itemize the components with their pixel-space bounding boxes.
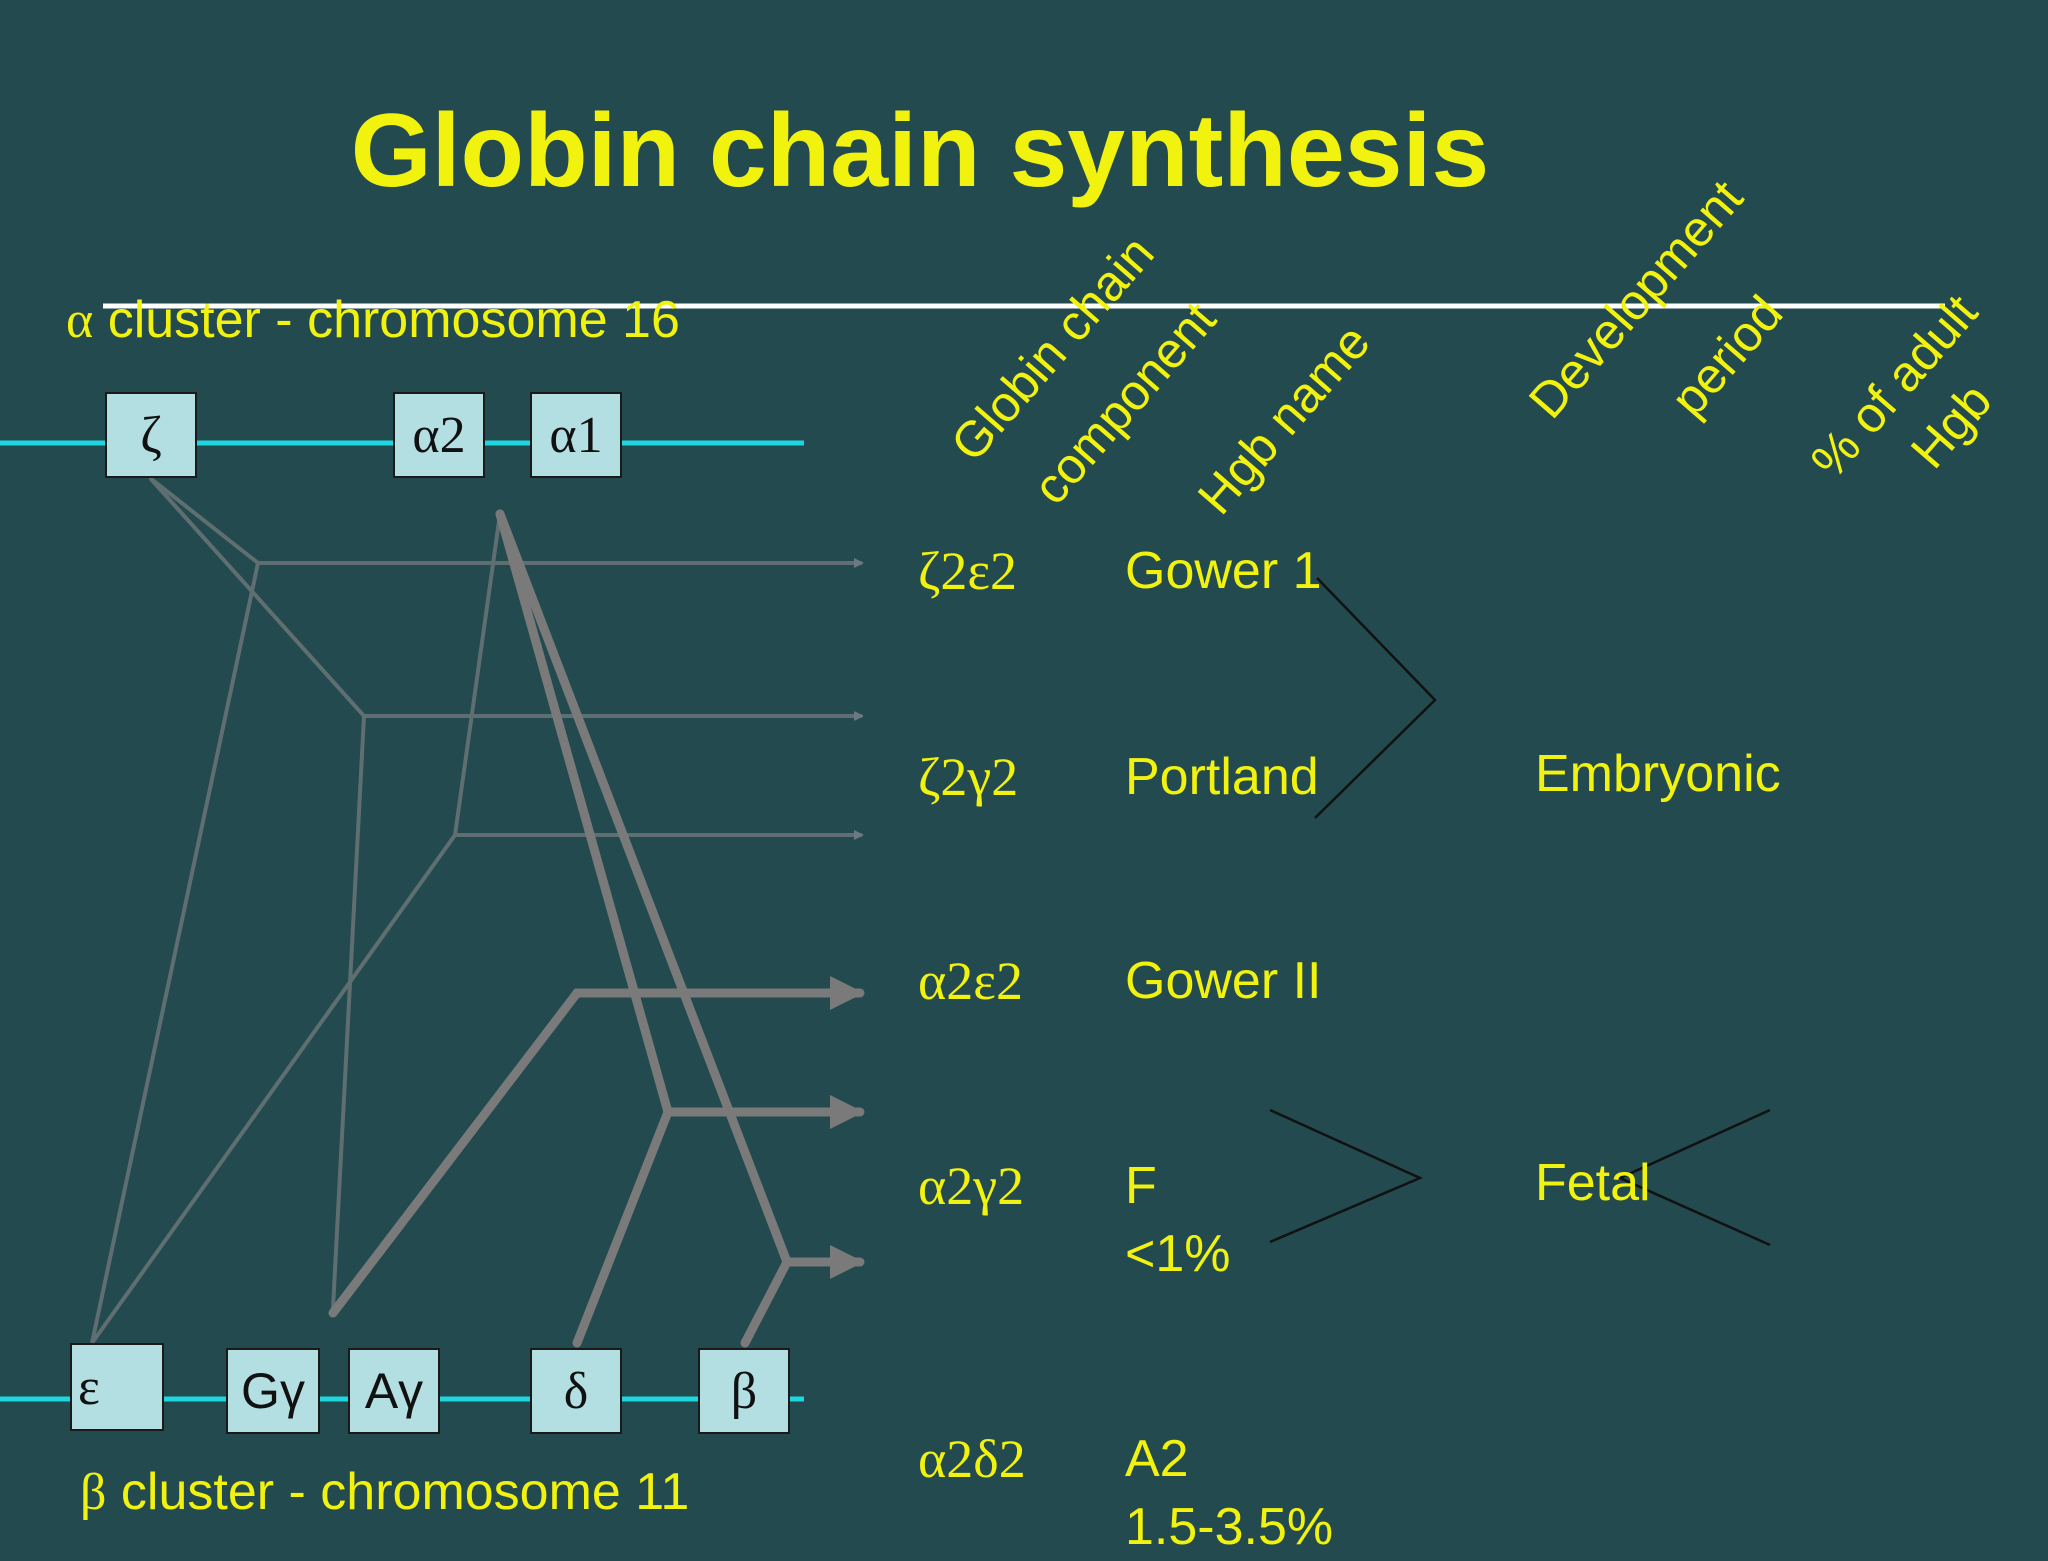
gene-beta: β <box>698 1348 790 1434</box>
connector-epsilon-to-row3 <box>90 833 457 1345</box>
connector-alpha-to-row5 <box>495 509 792 1267</box>
connector-beta-to-row5 <box>740 1245 865 1348</box>
thick-connectors <box>328 509 865 1348</box>
chain-row-1: ζ2ε2 <box>918 541 1018 601</box>
period-braces <box>1269 577 1771 1247</box>
hgb-name-row-1: Gower 1 <box>1125 542 1322 600</box>
hgb-name-row-3: Gower II <box>1125 952 1322 1010</box>
slide-title: Globin chain synthesis <box>350 93 1490 209</box>
gene-alpha2: α2 <box>393 392 485 478</box>
beta-cluster-label: β cluster - chromosome 11 <box>80 1462 689 1522</box>
hgb-pct-a2: 1.5-3.5% <box>1125 1497 1334 1556</box>
beta-cluster-text: cluster - chromosome 11 <box>106 1463 690 1521</box>
fetal-brace <box>1269 1108 1424 1244</box>
hgb-pct-f: <1% <box>1125 1224 1231 1283</box>
connector-agamma-to-row4 <box>328 976 865 1318</box>
embryonic-brace <box>1314 577 1437 819</box>
alpha-symbol: α <box>66 292 94 349</box>
gene-epsilon: ε <box>70 1343 164 1431</box>
gene-zeta: ζ <box>105 392 197 478</box>
connector-alpha-to-row4 <box>495 509 673 1117</box>
gene-g-gamma: Gγ <box>226 1348 320 1434</box>
chain-row-4: α2γ2 <box>918 1156 1025 1216</box>
hgb-name-row-2: Portland <box>1125 748 1319 806</box>
period-fetal: Fetal <box>1535 1154 1651 1212</box>
beta-symbol: β <box>80 1464 107 1521</box>
alpha-cluster-label: α cluster - chromosome 16 <box>66 290 680 350</box>
gene-delta: δ <box>530 1348 622 1434</box>
hgb-name-f: F <box>1125 1157 1157 1215</box>
alpha-cluster-text: cluster - chromosome 16 <box>93 291 680 349</box>
period-embryonic: Embryonic <box>1535 745 1781 803</box>
hgb-name-a2: A2 <box>1125 1430 1189 1488</box>
connector-delta-to-row4 <box>572 1095 865 1348</box>
connector-zeta-to-row2 <box>148 476 864 721</box>
gene-a-gamma: Aγ <box>348 1348 440 1434</box>
hgb-name-row-4: F <1% <box>1125 1153 1231 1288</box>
thin-connectors <box>90 476 864 1345</box>
connector-ggamma-to-row2 <box>331 715 366 1309</box>
chain-row-3: α2ε2 <box>918 951 1023 1011</box>
gene-alpha1: α1 <box>530 392 622 478</box>
chain-row-2: ζ2γ2 <box>918 747 1019 807</box>
connector-epsilon-to-row1 <box>90 562 260 1344</box>
fetal-cross <box>1616 1108 1771 1247</box>
chain-row-5: α2δ2 <box>918 1429 1026 1489</box>
hgb-name-row-5: A2 1.5-3.5% <box>1125 1426 1333 1561</box>
